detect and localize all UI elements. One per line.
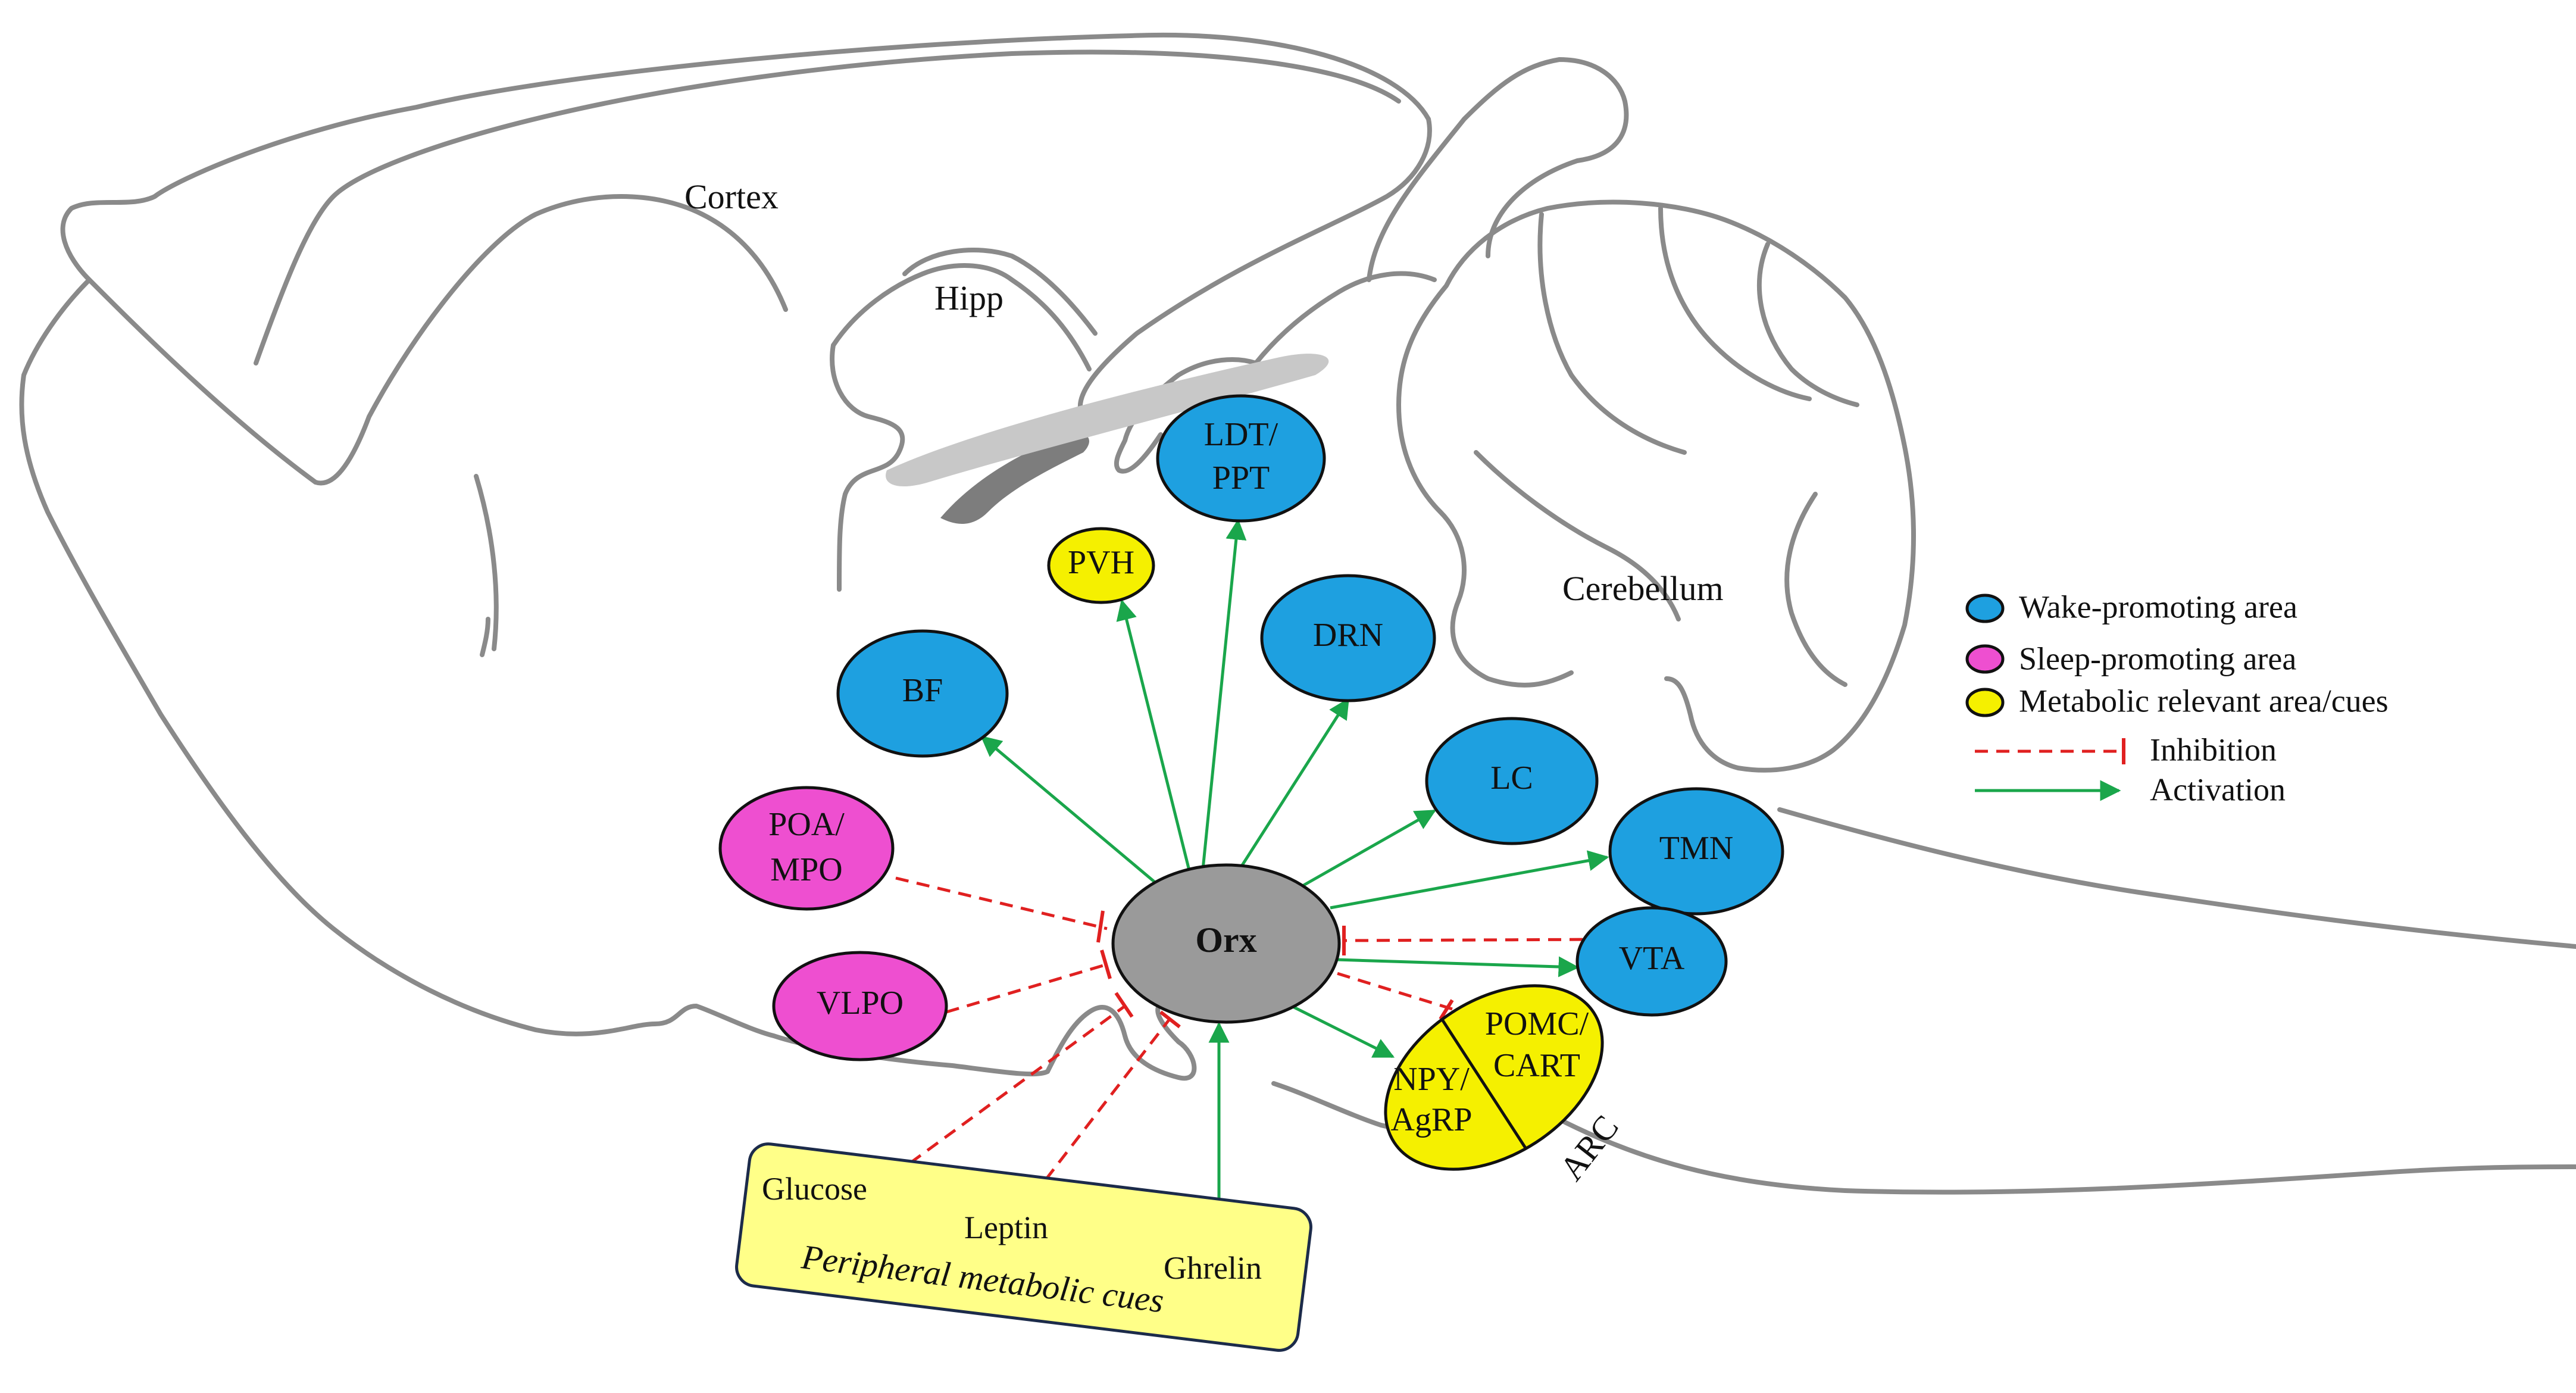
drn-label: DRN [1313, 617, 1383, 654]
ghrelin-label: Ghrelin [1164, 1250, 1262, 1286]
vta-label: VTA [1619, 940, 1685, 977]
poa-label-line2: MPO [770, 851, 842, 888]
inhibition-bar-leptin [1159, 1010, 1181, 1029]
brainstem-upper [1777, 807, 2576, 949]
cerebellum-folia-1 [1537, 212, 1687, 455]
inhibition-vta-to-orx [1345, 938, 1605, 942]
inferior-colliculus [1367, 57, 1629, 282]
legend-metabolic-label: Metabolic relevant area/cues [2019, 683, 2389, 719]
glucose-label: Glucose [762, 1171, 867, 1207]
inhibition-leptin-to-orx [1031, 1018, 1171, 1198]
npy-label-line2: AgRP [1391, 1101, 1473, 1138]
cortex-sulcus-1 [474, 474, 499, 651]
ventricle-dark [940, 433, 1089, 524]
ldt-ppt-ellipse [1156, 394, 1326, 523]
hipp-label: Hipp [934, 279, 1003, 317]
legend-wake-label: Wake-promoting area [2019, 589, 2297, 624]
node-vlpo: VLPO [772, 951, 948, 1061]
node-lc: LC [1425, 717, 1599, 845]
lc-label: LC [1490, 760, 1533, 797]
arc-divider [1441, 1019, 1527, 1149]
tmn-ellipse [1608, 787, 1784, 916]
pomc-label-line1: POMC/ [1485, 1005, 1589, 1042]
poa-mpo-ellipse [718, 786, 895, 911]
cortex-sulcus-2 [480, 617, 490, 657]
node-pvh: PVH [1047, 527, 1155, 604]
cerebellum-outline [1396, 199, 1916, 773]
ldt-label-line2: PPT [1212, 460, 1270, 496]
legend-sleep-swatch [1965, 644, 2005, 674]
activation-orx-to-drn [1230, 698, 1350, 882]
vlpo-label: VLPO [817, 985, 904, 1022]
activation-orx-to-npy [1290, 1004, 1395, 1058]
legend-metabolic-swatch [1965, 688, 2005, 717]
inhibition-pomc-to-orx [1327, 969, 1453, 1011]
activation-orx-to-tmn [1330, 850, 1609, 910]
cortex-upper-contour [254, 49, 1401, 366]
inhibition-vlpo-to-orx [946, 963, 1108, 1014]
inhibition-bar-glucose [1114, 992, 1134, 1018]
activation-orx-to-bf [980, 735, 1162, 888]
bf-label: BF [902, 672, 943, 709]
cerebellum-label: Cerebellum [1562, 569, 1724, 608]
drn-ellipse [1260, 574, 1436, 702]
inhibition-glucose-to-orx [892, 1004, 1126, 1178]
legend-activation-label: Activation [2150, 772, 2286, 807]
legend-inhibition-label: Inhibition [2150, 732, 2277, 767]
pomc-label-line2: CART [1493, 1047, 1580, 1084]
hippocampus-outline [830, 248, 1098, 592]
vlpo-ellipse [772, 951, 948, 1061]
pvh-ellipse [1047, 527, 1155, 604]
inhibition-links [892, 876, 1605, 1198]
inhibition-bar-pomc [1439, 999, 1454, 1020]
npy-label-line1: NPY/ [1393, 1061, 1470, 1098]
node-vta: VTA [1575, 906, 1728, 1017]
arc-ellipse-group [1384, 984, 1604, 1171]
leptin-label: Leptin [964, 1210, 1048, 1245]
lc-ellipse [1425, 717, 1599, 845]
node-drn: DRN [1260, 574, 1436, 702]
legend: Wake-promoting area Sleep-promoting area… [1965, 589, 2389, 807]
brain-outline [19, 32, 2576, 1195]
node-orx: Orx [1111, 863, 1341, 1024]
orx-ellipse [1111, 863, 1341, 1024]
corpus-callosum-light [886, 354, 1329, 487]
arc-ellipse [1384, 984, 1604, 1171]
node-tmn: TMN [1608, 787, 1784, 916]
activation-orx-to-vta [1336, 956, 1580, 977]
vta-ellipse [1575, 906, 1728, 1017]
cerebellum-folia-4 [1474, 450, 1681, 621]
cerebellum-folia-5 [1784, 492, 1847, 687]
poa-label-line1: POA/ [768, 806, 845, 843]
peripheral-cues: Glucose Leptin Ghrelin Peripheral metabo… [735, 1142, 1312, 1352]
pvh-label: PVH [1068, 544, 1134, 581]
inhibition-bar-vlpo [1100, 950, 1112, 979]
cortex-label: Cortex [684, 177, 779, 216]
ldt-label-line1: LDT/ [1204, 416, 1278, 453]
cerebellum-folia-3 [1756, 242, 1859, 407]
inhibition-poa-to-orx [895, 876, 1108, 930]
brainstem-lower [1545, 1111, 2576, 1195]
orx-label: Orx [1195, 920, 1256, 960]
cues-box [735, 1142, 1312, 1352]
legend-wake-swatch [1965, 594, 2005, 623]
node-ldt-ppt: LDT/ PPT [1156, 394, 1326, 523]
activation-orx-to-lc [1299, 809, 1437, 889]
bf-ellipse [836, 629, 1009, 758]
activation-orx-to-pvh [1116, 599, 1192, 876]
legend-sleep-label: Sleep-promoting area [2019, 641, 2296, 676]
cerebellum-folia-2 [1658, 206, 1812, 401]
activation-links [980, 519, 1609, 1231]
node-bf: BF [836, 629, 1009, 758]
inhibition-bar-poa [1096, 910, 1105, 943]
node-poa-mpo: POA/ MPO [718, 786, 895, 911]
hypothalamus-contour [1045, 998, 1197, 1081]
activation-orx-to-ldt [1201, 519, 1247, 876]
brain-outer-contour [60, 32, 1432, 486]
tmn-label: TMN [1659, 830, 1733, 867]
